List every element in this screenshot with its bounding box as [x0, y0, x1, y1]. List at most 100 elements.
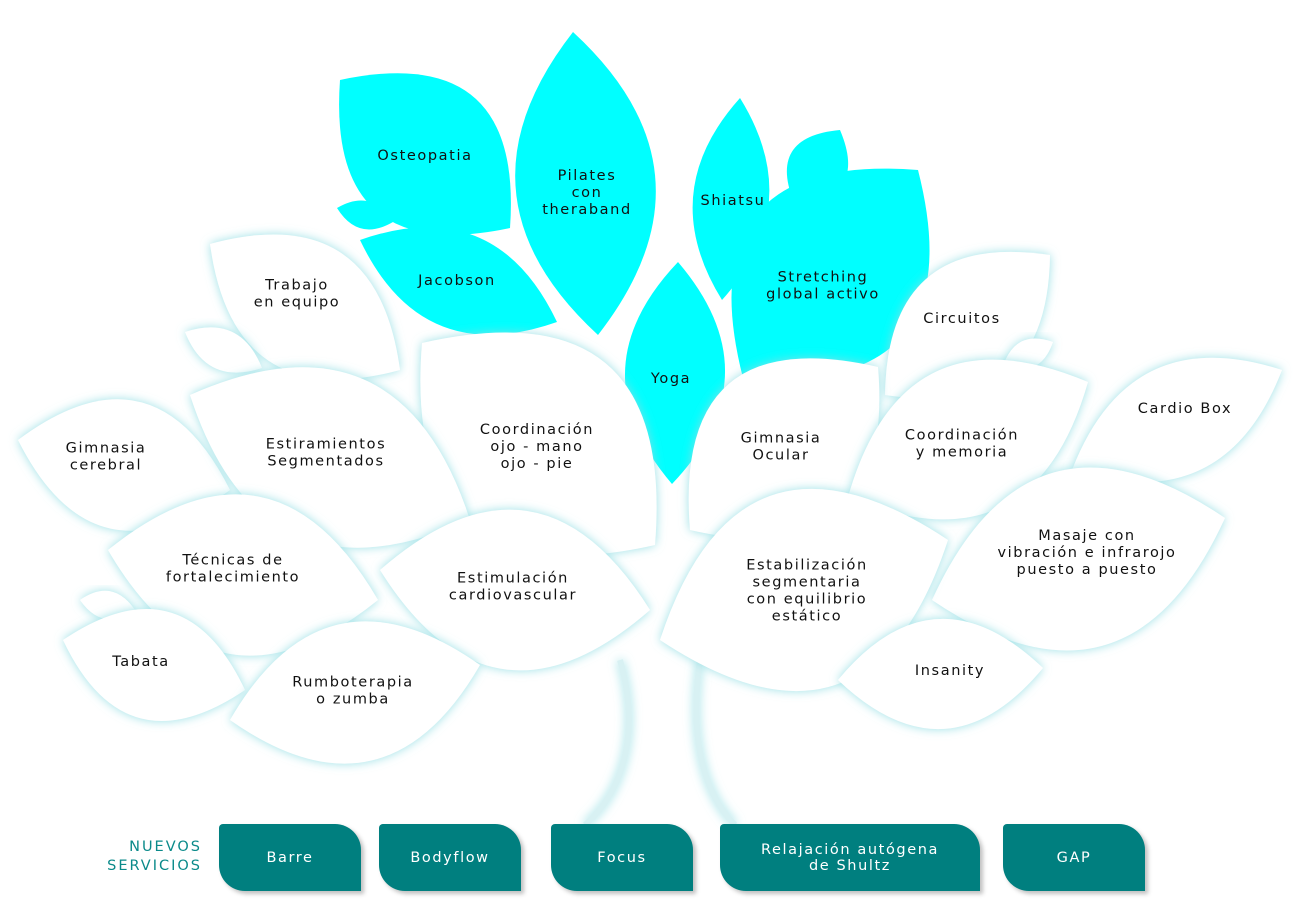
leaf-label: Yoga: [650, 371, 691, 387]
leaf-label: Tabata: [111, 654, 170, 670]
leaf-label-line: Jacobson: [417, 273, 496, 289]
leaf-label-line: en equipo: [254, 295, 341, 311]
leaf-stretching: [731, 168, 930, 380]
leaf-label-line: ojo - mano: [490, 439, 583, 455]
leaf-shape: [660, 488, 948, 692]
trunk: [583, 659, 738, 828]
trunk-right: [693, 659, 738, 828]
relajacion-autogena-button[interactable]: Relajación autógena de Shultz: [720, 824, 980, 891]
leaf-label: Circuitos: [923, 311, 1001, 327]
leaf-label-line: y memoria: [916, 445, 1009, 461]
trunk-left: [583, 659, 632, 828]
leaf-small-white-3: [80, 590, 135, 620]
leaf-shape: [185, 327, 262, 373]
gap-button[interactable]: GAP: [1003, 824, 1145, 891]
leaf-label-line: theraband: [542, 202, 632, 218]
barre-button[interactable]: Barre: [219, 824, 361, 891]
leaf-shape: [63, 609, 245, 721]
relajacion-label-line1: Relajación autógena: [760, 841, 940, 858]
leaf-osteopatia: [339, 73, 511, 235]
relajacion-label-line2: de Shultz: [808, 857, 892, 874]
leaf-label-line: puesto a puesto: [1017, 562, 1158, 578]
leaf-label-line: o zumba: [316, 692, 390, 708]
leaf-label-line: cerebral: [70, 458, 142, 474]
leaf-label-line: Estiramientos: [266, 437, 386, 453]
leaf-shape: [515, 32, 656, 335]
leaf-small-white-1: [185, 327, 262, 373]
leaf-shape: [360, 227, 557, 335]
leaf-label-line: estático: [772, 609, 842, 625]
leaf-shape: [848, 359, 1088, 520]
leaf-label: Insanity: [915, 663, 985, 679]
leaf-label-line: Ocular: [752, 448, 809, 464]
leaf-label-line: Osteopatia: [377, 148, 472, 164]
leaf-shape: [838, 618, 1043, 730]
leaf-label-line: Coordinación: [480, 422, 594, 438]
barre-label: Barre: [266, 849, 314, 866]
leaves: [18, 32, 1282, 764]
new-services-label-line2: SERVICIOS: [107, 858, 202, 874]
leaf-shape: [1072, 357, 1282, 483]
leaf-shape: [18, 399, 230, 531]
leaf-label-line: Gimnasia: [66, 441, 147, 457]
leaf-label-line: Insanity: [915, 663, 985, 679]
leaf-shape: [339, 73, 511, 235]
leaf-label-line: con: [572, 185, 603, 201]
leaf-label-line: Cardio Box: [1138, 401, 1232, 417]
leaf-shape: [210, 234, 400, 380]
leaf-label-line: Masaje con: [1038, 528, 1135, 544]
leaf-shape: [932, 467, 1225, 651]
leaf-label: Cardio Box: [1138, 401, 1232, 417]
leaf-label-line: con equilibrio: [747, 592, 868, 608]
leaf-coordinacion-ojo: [420, 332, 657, 556]
focus-button[interactable]: Focus: [551, 824, 693, 891]
leaf-label: Osteopatia: [377, 148, 472, 164]
leaf-estimulacion: [380, 509, 650, 671]
leaf-shape: [380, 509, 650, 671]
leaf-label-line: Estimulación: [457, 571, 569, 587]
leaf-label-line: Shiatsu: [701, 193, 766, 209]
leaf-tabata: [63, 609, 245, 721]
leaf-label: Shiatsu: [701, 193, 766, 209]
leaf-coordinacion-memoria: [848, 359, 1088, 520]
leaf-insanity: [838, 618, 1043, 730]
leaf-trabajo: [210, 234, 400, 380]
leaf-label-line: Circuitos: [923, 311, 1001, 327]
leaf-label: Jacobson: [417, 273, 496, 289]
leaf-label-line: cardiovascular: [449, 588, 577, 604]
leaf-label-line: Técnicas de: [181, 553, 283, 569]
leaf-label-line: Estabilización: [746, 558, 868, 574]
leaf-label-line: Rumboterapia: [292, 675, 414, 691]
leaf-gimnasia-cerebral: [18, 399, 230, 531]
leaf-label-line: fortalecimiento: [166, 570, 300, 586]
focus-label: Focus: [597, 849, 647, 866]
leaf-label-line: global activo: [766, 287, 880, 303]
leaf-pilates: [515, 32, 656, 335]
leaf-label-line: Trabajo: [264, 278, 329, 294]
leaf-label-line: segmentaria: [753, 575, 862, 591]
new-services-label-line1: NUEVOS: [129, 839, 202, 855]
leaf-label-line: ojo - pie: [501, 456, 574, 472]
leaf-shape: [731, 168, 930, 380]
leaf-label-line: Yoga: [650, 371, 691, 387]
bodyflow-button[interactable]: Bodyflow: [379, 824, 521, 891]
leaf-rumboterapia: [230, 621, 480, 764]
leaf-masaje: [932, 467, 1225, 651]
leaf-label-line: Gimnasia: [741, 431, 822, 447]
leaf-label-line: Pilates: [558, 168, 617, 184]
new-services-label: NUEVOS SERVICIOS: [100, 838, 202, 876]
